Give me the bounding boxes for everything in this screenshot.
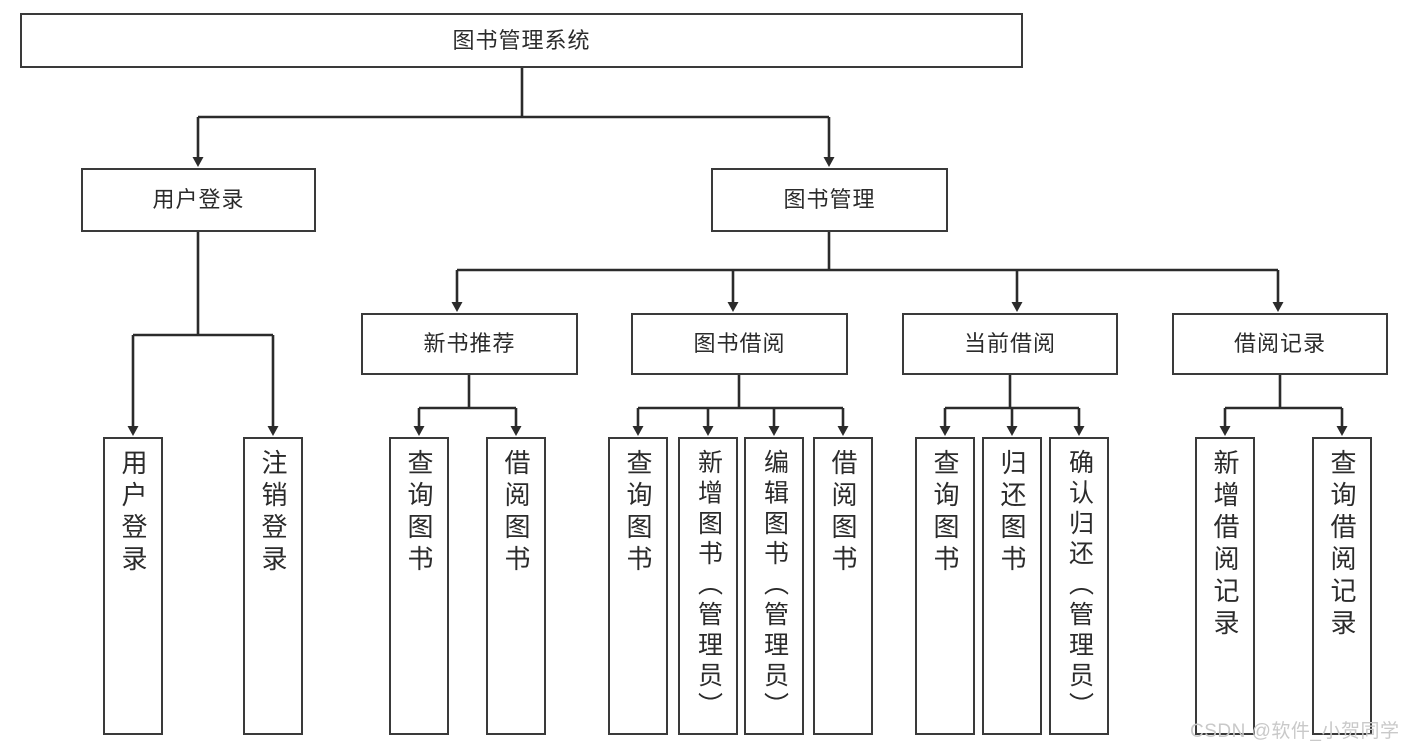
leaf-edit-book-admin-label: 编辑图书（管理员） xyxy=(760,449,789,723)
leaf-borrow-book-rec-label: 借阅图书 xyxy=(501,449,531,577)
leaf-query-book-rec[interactable]: 查询图书 xyxy=(389,437,449,735)
node-borrow-record[interactable]: 借阅记录 xyxy=(1172,313,1388,375)
leaf-borrow-book-rec[interactable]: 借阅图书 xyxy=(486,437,546,735)
leaf-edit-book-admin[interactable]: 编辑图书（管理员） xyxy=(744,437,804,735)
node-book-management-label: 图书管理 xyxy=(783,187,876,213)
node-new-book-recommendation[interactable]: 新书推荐 xyxy=(361,313,578,375)
node-book-borrow[interactable]: 图书借阅 xyxy=(631,313,848,375)
leaf-query-book-current-label: 查询图书 xyxy=(930,449,960,577)
node-current-borrow[interactable]: 当前借阅 xyxy=(902,313,1118,375)
node-new-book-recommendation-label: 新书推荐 xyxy=(423,331,516,357)
leaf-add-borrow-record-label: 新增借阅记录 xyxy=(1210,449,1240,641)
leaf-confirm-return-admin[interactable]: 确认归还（管理员） xyxy=(1049,437,1109,735)
leaf-user-logout[interactable]: 注销登录 xyxy=(243,437,303,735)
node-user-login-label: 用户登录 xyxy=(152,187,245,213)
node-root[interactable]: 图书管理系统 xyxy=(20,13,1023,68)
leaf-return-book[interactable]: 归还图书 xyxy=(982,437,1042,735)
leaf-confirm-return-admin-label: 确认归还（管理员） xyxy=(1065,449,1094,723)
leaf-query-book-borrow[interactable]: 查询图书 xyxy=(608,437,668,735)
leaf-return-book-label: 归还图书 xyxy=(997,449,1027,577)
leaf-query-borrow-record-label: 查询借阅记录 xyxy=(1327,449,1357,641)
node-current-borrow-label: 当前借阅 xyxy=(963,331,1056,357)
leaf-borrow-book[interactable]: 借阅图书 xyxy=(813,437,873,735)
leaf-user-login-label: 用户登录 xyxy=(118,449,148,577)
leaf-query-book-borrow-label: 查询图书 xyxy=(623,449,653,577)
node-book-borrow-label: 图书借阅 xyxy=(693,331,786,357)
leaf-add-borrow-record[interactable]: 新增借阅记录 xyxy=(1195,437,1255,735)
node-user-login[interactable]: 用户登录 xyxy=(81,168,316,232)
leaf-user-logout-label: 注销登录 xyxy=(258,449,288,577)
leaf-query-borrow-record[interactable]: 查询借阅记录 xyxy=(1312,437,1372,735)
csdn-watermark: CSDN @软件_小贺同学 xyxy=(1190,721,1400,742)
leaf-user-login[interactable]: 用户登录 xyxy=(103,437,163,735)
leaf-borrow-book-label: 借阅图书 xyxy=(828,449,858,577)
leaf-add-book-admin-label: 新增图书（管理员） xyxy=(694,449,723,723)
node-borrow-record-label: 借阅记录 xyxy=(1233,331,1326,357)
node-root-label: 图书管理系统 xyxy=(452,27,591,53)
leaf-query-book-current[interactable]: 查询图书 xyxy=(915,437,975,735)
node-book-management[interactable]: 图书管理 xyxy=(711,168,948,232)
leaf-add-book-admin[interactable]: 新增图书（管理员） xyxy=(678,437,738,735)
leaf-query-book-rec-label: 查询图书 xyxy=(404,449,434,577)
